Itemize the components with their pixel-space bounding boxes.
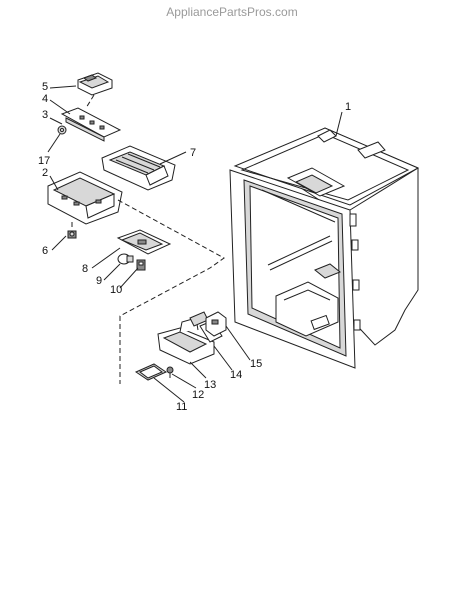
assembly-dashed-lines xyxy=(71,94,225,384)
part-12-screw xyxy=(166,366,174,378)
callout-9: 9 xyxy=(96,275,102,287)
leader-lines xyxy=(47,85,343,403)
part-7-cover xyxy=(101,145,176,191)
callout-labels: 1 2 3 4 5 6 7 8 9 10 11 12 13 14 15 17 xyxy=(38,81,351,413)
watermark-text: AppliancePartsPros.com xyxy=(166,5,297,19)
callout-15: 15 xyxy=(250,358,262,370)
callout-12: 12 xyxy=(192,389,204,401)
callout-2: 2 xyxy=(42,167,48,179)
callout-6: 6 xyxy=(42,245,48,257)
part-13-housing xyxy=(157,317,215,365)
part-17-screw xyxy=(57,125,67,135)
callout-5: 5 xyxy=(42,81,48,93)
callout-7: 7 xyxy=(190,147,196,159)
part-10-socket xyxy=(136,259,146,271)
part-5-bracket xyxy=(77,72,113,96)
liner-part xyxy=(229,127,420,369)
callout-13: 13 xyxy=(204,379,216,391)
part-9-bulb xyxy=(117,253,134,265)
callout-11: 11 xyxy=(176,401,187,413)
callout-17: 17 xyxy=(38,155,50,167)
callout-8: 8 xyxy=(82,263,88,275)
callout-14: 14 xyxy=(230,369,242,381)
callout-10: 10 xyxy=(110,284,122,296)
part-2-housing xyxy=(47,171,123,225)
callout-3: 3 xyxy=(42,109,48,121)
callout-1: 1 xyxy=(345,101,351,113)
part-15-switch xyxy=(205,311,227,337)
part-6-screw xyxy=(67,230,77,239)
part-8-control xyxy=(116,229,172,255)
part-11-lens xyxy=(134,363,168,381)
callout-4: 4 xyxy=(42,93,48,105)
part-4-rail xyxy=(60,107,122,142)
